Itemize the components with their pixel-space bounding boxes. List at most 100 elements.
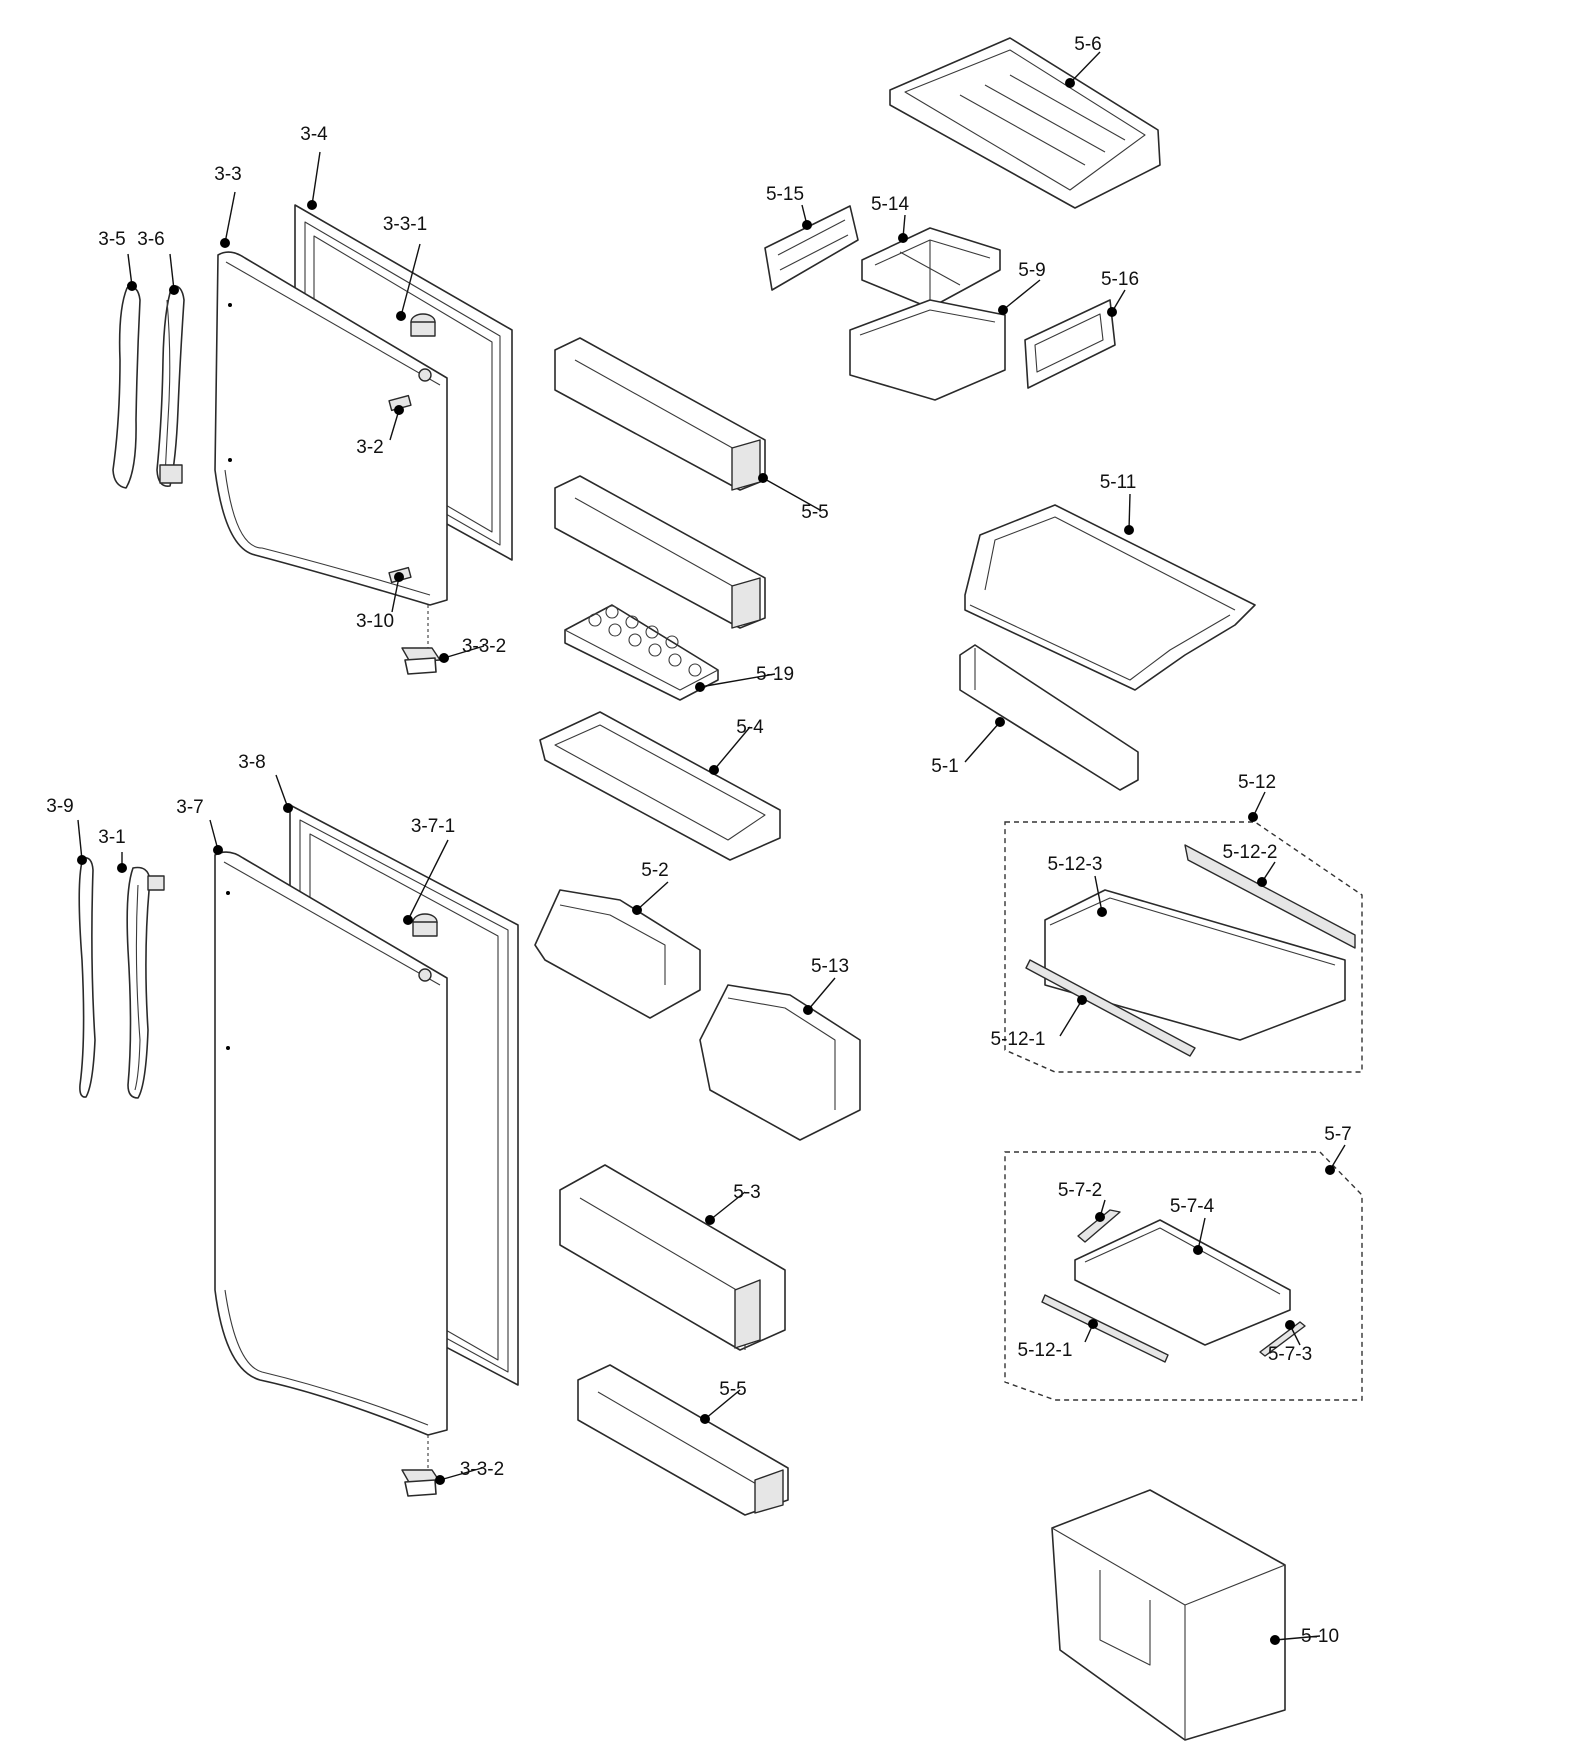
leader-dot xyxy=(700,1414,710,1424)
door-bin-5-3 xyxy=(559,1164,786,1351)
leader-line xyxy=(1274,1635,1321,1641)
callout-5-12-1a: 5-12-1 xyxy=(991,995,1087,1050)
ice-tray-5-14 xyxy=(861,227,1001,309)
callout-label: 3-6 xyxy=(137,229,164,250)
leader-line xyxy=(709,1191,746,1221)
callout-label: 5-16 xyxy=(1101,269,1139,290)
leader-dot xyxy=(1270,1635,1280,1645)
door-bin-5-4 xyxy=(539,711,781,861)
leader-line xyxy=(636,881,669,911)
leader-line xyxy=(407,839,449,921)
callout-label: 5-13 xyxy=(811,956,849,977)
callout-5-12: 5-12 xyxy=(1238,772,1276,822)
callout-5-3: 5-3 xyxy=(705,1182,761,1225)
leader-line xyxy=(964,721,1001,763)
callout-label: 3-9 xyxy=(46,796,73,817)
callout-3-3-2a: 3-3-2 xyxy=(439,636,506,663)
leader-line xyxy=(1128,493,1131,531)
leader-dot xyxy=(1088,1319,1098,1329)
callout-5-9: 5-9 xyxy=(998,260,1046,315)
callout-label: 5-9 xyxy=(1018,260,1045,281)
callout-5-7-2: 5-7-2 xyxy=(1058,1180,1106,1222)
leader-line xyxy=(443,645,485,659)
callout-3-7: 3-7 xyxy=(176,797,223,855)
leader-dot xyxy=(695,682,705,692)
leader-dot xyxy=(283,803,293,813)
leader-line xyxy=(1094,875,1103,913)
leader-dot xyxy=(439,653,449,663)
leader-dot xyxy=(803,1005,813,1015)
callout-3-3-2b: 3-3-2 xyxy=(435,1459,504,1485)
callout-3-9: 3-9 xyxy=(46,796,87,865)
callout-label: 5-2 xyxy=(641,860,668,881)
handle-3-6 xyxy=(156,284,185,487)
door-bin-5-13 xyxy=(699,984,861,1141)
leader-dot xyxy=(220,238,230,248)
hinge-cap-lower xyxy=(412,913,438,937)
leader-dot xyxy=(1097,907,1107,917)
leader-dot xyxy=(1095,1212,1105,1222)
leader-line xyxy=(391,576,400,613)
leader-dot xyxy=(632,905,642,915)
callout-label: 5-5 xyxy=(801,502,828,523)
leader-dot xyxy=(758,473,768,483)
leader-dot xyxy=(169,285,179,295)
callout-label: 5-7-2 xyxy=(1058,1180,1102,1201)
callout-label: 3-3-2 xyxy=(462,636,506,657)
leader-line xyxy=(1059,999,1083,1037)
callout-label: 5-3 xyxy=(733,1182,760,1203)
leader-line xyxy=(704,1389,741,1420)
door-bin-5-5-middle xyxy=(554,475,766,629)
callout-5-13: 5-13 xyxy=(803,956,849,1015)
door-bin-5-5-bottom xyxy=(577,1364,789,1516)
refrigerator-door-panel xyxy=(214,851,448,1436)
callout-label: 3-8 xyxy=(238,752,265,773)
callout-3-4: 3-4 xyxy=(300,124,328,210)
callout-5-19: 5-19 xyxy=(695,664,794,692)
leader-line xyxy=(127,253,133,287)
callout-label: 5-6 xyxy=(1074,34,1101,55)
callout-label: 3-4 xyxy=(300,124,328,145)
callout-5-15: 5-15 xyxy=(766,184,812,230)
callout-5-12-1b: 5-12-1 xyxy=(1018,1319,1098,1361)
callout-3-5: 3-5 xyxy=(98,229,137,291)
callout-label: 5-14 xyxy=(871,194,909,215)
leader-line xyxy=(389,409,400,441)
callout-3-6: 3-6 xyxy=(137,229,179,295)
callout-label: 5-15 xyxy=(766,184,804,205)
callout-label: 3-1 xyxy=(98,827,125,848)
crisper-cover-5-1 xyxy=(959,644,1139,791)
leader-line xyxy=(439,1467,483,1481)
hinge-cap-upper xyxy=(410,313,436,337)
callout-label: 5-11 xyxy=(1100,472,1137,493)
callout-5-5a: 5-5 xyxy=(758,473,829,523)
leader-dot xyxy=(709,765,719,775)
leader-dot xyxy=(394,405,404,415)
leader-line xyxy=(807,977,836,1011)
leader-dot xyxy=(403,915,413,925)
callout-5-14: 5-14 xyxy=(871,194,909,243)
crisper-drawer-5-11 xyxy=(964,504,1256,691)
leader-dot xyxy=(995,717,1005,727)
callout-label: 5-1 xyxy=(931,756,958,777)
callout-label: 3-3-2 xyxy=(460,1459,504,1480)
hinge-bracket-lower xyxy=(401,1435,441,1497)
leader-dot xyxy=(998,305,1008,315)
leader-dot xyxy=(1285,1320,1295,1330)
leader-line xyxy=(311,151,321,206)
callout-3-7-1: 3-7-1 xyxy=(403,816,455,925)
leader-line xyxy=(1002,279,1041,311)
callout-5-4: 5-4 xyxy=(709,717,764,775)
gasket-strip-3-5 xyxy=(112,286,141,489)
leader-line xyxy=(209,819,219,851)
shelf-group-5-7 xyxy=(1004,1151,1363,1401)
callout-label: 3-7 xyxy=(176,797,203,818)
leader-dot xyxy=(1193,1245,1203,1255)
freezer-door-panel xyxy=(214,251,448,606)
leader-line xyxy=(275,774,289,809)
callout-label: 5-10 xyxy=(1301,1626,1339,1647)
leader-line xyxy=(699,673,776,688)
callout-label: 3-3-1 xyxy=(383,214,427,235)
leader-dot xyxy=(1124,525,1134,535)
